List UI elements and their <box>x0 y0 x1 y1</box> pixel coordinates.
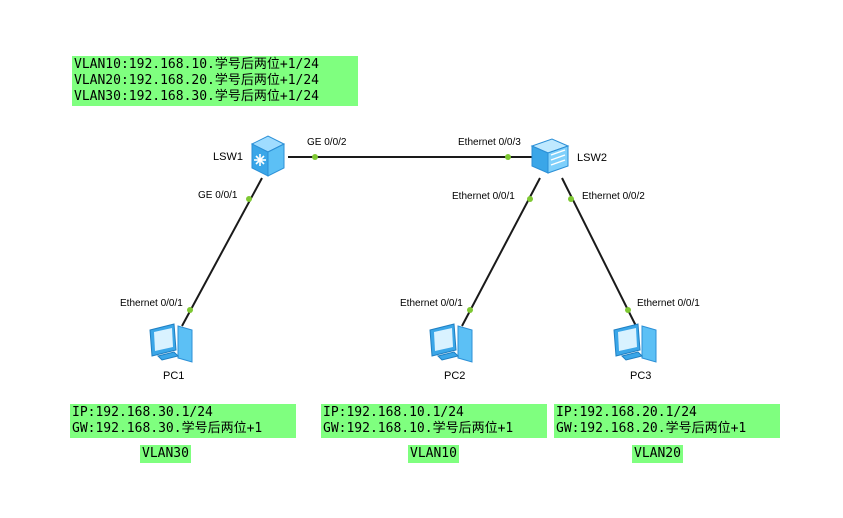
vlan-gateway-note: VLAN10:192.168.10.学号后两位+1/24 VLAN20:192.… <box>72 56 358 106</box>
port-dot-pc3-eth <box>625 307 631 313</box>
pc3-config-note: IP:192.168.20.1/24 GW:192.168.20.学号后两位+1 <box>554 404 780 438</box>
pc3-label: PC3 <box>630 370 652 382</box>
port-dot-lsw1-ge001 <box>246 196 252 202</box>
pc2-label: PC2 <box>444 370 466 382</box>
pc3-vlan-badge: VLAN20 <box>632 445 683 463</box>
pc2-gateway: GW:192.168.10.学号后两位+1 <box>323 421 514 436</box>
lsw1-device[interactable] <box>248 134 288 178</box>
pc2-config-note: IP:192.168.10.1/24 GW:192.168.10.学号后两位+1 <box>321 404 547 438</box>
vlan10-gateway-line: VLAN10:192.168.10.学号后两位+1/24 <box>74 57 320 72</box>
pc2-device[interactable] <box>428 320 474 364</box>
pc2-ip: IP:192.168.10.1/24 <box>323 405 464 420</box>
pc3-device[interactable] <box>612 320 658 364</box>
core-switch-icon <box>250 135 286 177</box>
port-label-pc3-eth: Ethernet 0/0/1 <box>637 298 700 309</box>
access-switch-icon <box>530 138 570 174</box>
pc-monitor-icon <box>149 323 193 363</box>
port-dot-lsw2-eth002 <box>568 196 574 202</box>
pc1-config-note: IP:192.168.30.1/24 GW:192.168.30.学号后两位+1 <box>70 404 296 438</box>
lsw1-label: LSW1 <box>213 151 243 163</box>
pc-monitor-icon <box>613 323 657 363</box>
port-dot-pc1-eth <box>187 307 193 313</box>
pc3-ip: IP:192.168.20.1/24 <box>556 405 697 420</box>
port-label-lsw2-eth002: Ethernet 0/0/2 <box>582 191 645 202</box>
port-dot-lsw2-eth001 <box>527 196 533 202</box>
pc3-gateway: GW:192.168.20.学号后两位+1 <box>556 421 747 436</box>
lsw2-label: LSW2 <box>577 152 607 164</box>
port-label-lsw1-ge001: GE 0/0/1 <box>198 190 238 201</box>
port-label-lsw2-eth003: Ethernet 0/0/3 <box>458 137 521 148</box>
pc2-vlan-badge: VLAN10 <box>408 445 459 463</box>
port-dot-pc2-eth <box>467 307 473 313</box>
port-dot-lsw2-eth003 <box>505 154 511 160</box>
pc1-device[interactable] <box>148 320 194 364</box>
port-label-pc2-eth: Ethernet 0/0/1 <box>400 298 463 309</box>
pc1-ip: IP:192.168.30.1/24 <box>72 405 213 420</box>
port-label-lsw2-eth001: Ethernet 0/0/1 <box>452 191 515 202</box>
vlan30-gateway-line: VLAN30:192.168.30.学号后两位+1/24 <box>74 89 320 104</box>
port-label-pc1-eth: Ethernet 0/0/1 <box>120 298 183 309</box>
link-lsw1-pc1[interactable] <box>181 177 263 327</box>
pc1-gateway: GW:192.168.30.学号后两位+1 <box>72 421 263 436</box>
port-dot-lsw1-ge002 <box>312 154 318 160</box>
port-label-lsw1-ge002: GE 0/0/2 <box>307 137 347 148</box>
pc1-label: PC1 <box>163 370 185 382</box>
lsw2-device[interactable] <box>528 136 572 176</box>
vlan20-gateway-line: VLAN20:192.168.20.学号后两位+1/24 <box>74 73 320 88</box>
pc1-vlan-badge: VLAN30 <box>140 445 191 463</box>
pc-monitor-icon <box>429 323 473 363</box>
link-lsw2-pc2[interactable] <box>461 177 541 327</box>
link-lsw2-pc3[interactable] <box>561 177 637 327</box>
